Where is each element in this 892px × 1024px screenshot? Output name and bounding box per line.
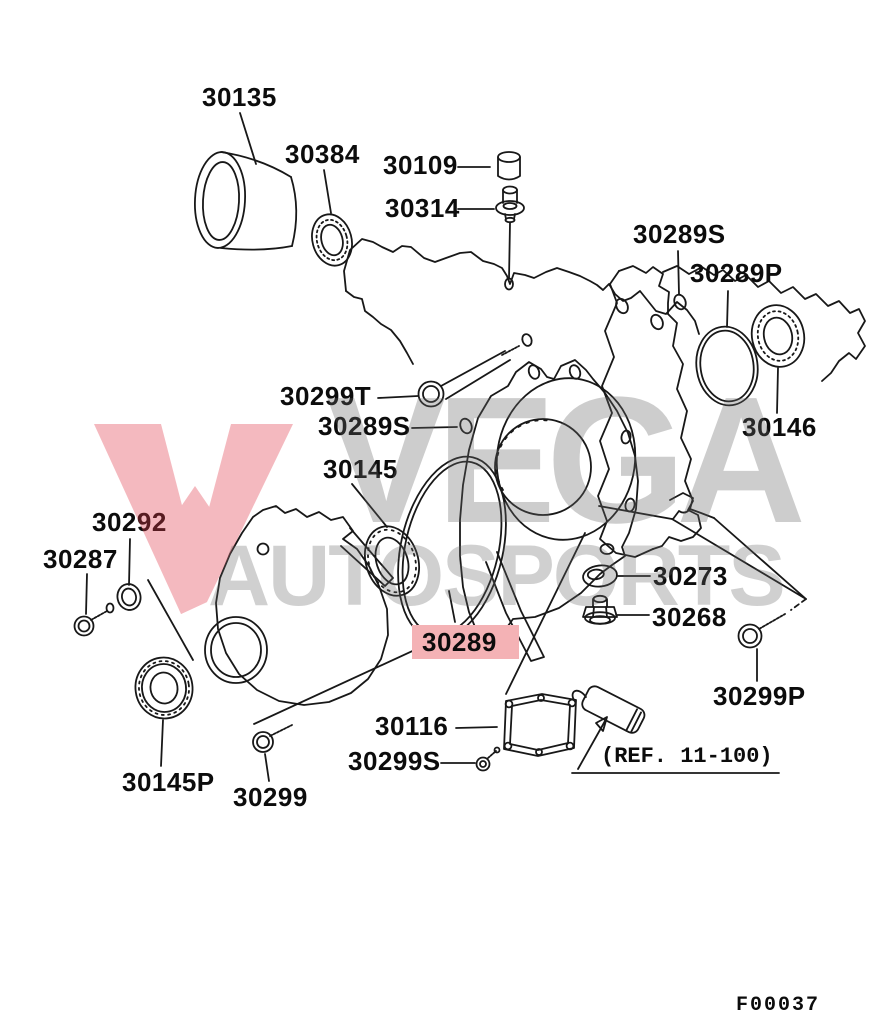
part-label-30384: 30384 (285, 139, 360, 169)
seal-30145p-drawing (134, 656, 194, 720)
left-cover-plate (147, 505, 394, 706)
nut-30268-drawing (582, 594, 618, 625)
gasket-30116-drawing (503, 693, 577, 757)
watermark-autosports-text: AUTOSPORTS (208, 528, 786, 624)
watermark-vega-text: VEGA (326, 360, 806, 561)
oring-30289p-drawing (695, 325, 759, 407)
part-label-30146: 30146 (742, 412, 817, 442)
screw-30299s-drawing (475, 746, 501, 772)
part-label-30145: 30145 (323, 454, 398, 484)
ref-note-label: (REF. 11-100) (601, 744, 773, 769)
part-label-30289p: 30289P (690, 258, 783, 288)
oring-30289s-mid-drawing (459, 417, 473, 435)
leader-lines (85, 112, 779, 782)
part-label-30299p: 30299P (713, 681, 806, 711)
part-label-30289s-top: 30289S (633, 219, 726, 249)
seal-30145-drawing (364, 525, 420, 597)
bolt-30287-drawing (73, 602, 115, 637)
breather-tube-drawing (571, 685, 646, 734)
right-cover-plate (597, 265, 715, 558)
part-label-30299: 30299 (233, 782, 308, 812)
oring-30289s-top-drawing (673, 293, 687, 311)
part-label-30116: 30116 (375, 711, 449, 741)
plug-30314-drawing (495, 185, 525, 291)
part-label-30135: 30135 (202, 82, 277, 112)
bolt-30299p-drawing (737, 613, 786, 649)
part-label-30289-highlighted: 30289 (412, 625, 519, 659)
part-label-30268: 30268 (652, 602, 727, 632)
part-label-30299t: 30299T (280, 381, 372, 411)
ref-arrow (571, 716, 780, 774)
bolt-30299-drawing (252, 724, 293, 753)
seal-30384-drawing (311, 213, 353, 267)
washer-30273-drawing (582, 564, 618, 588)
part-label-30109: 30109 (383, 150, 458, 180)
figure-code-label: F00037 (736, 994, 821, 1017)
bolt-30299t-drawing (417, 345, 520, 408)
seal-30146-drawing (750, 304, 806, 368)
bushing-30135-drawing (194, 151, 298, 251)
cap-30109-drawing (497, 151, 521, 181)
part-label-30145p: 30145P (122, 767, 215, 797)
ring-30292-drawing (116, 583, 142, 611)
part-label-30299s-bot: 30299S (348, 746, 441, 776)
part-label-30314: 30314 (385, 193, 460, 223)
part-label-30287: 30287 (43, 544, 118, 574)
part-label-30273: 30273 (653, 561, 728, 591)
part-label-30289s-mid: 30289S (318, 411, 411, 441)
extension-housing-outline (343, 238, 866, 382)
part-label-30292: 30292 (92, 507, 167, 537)
